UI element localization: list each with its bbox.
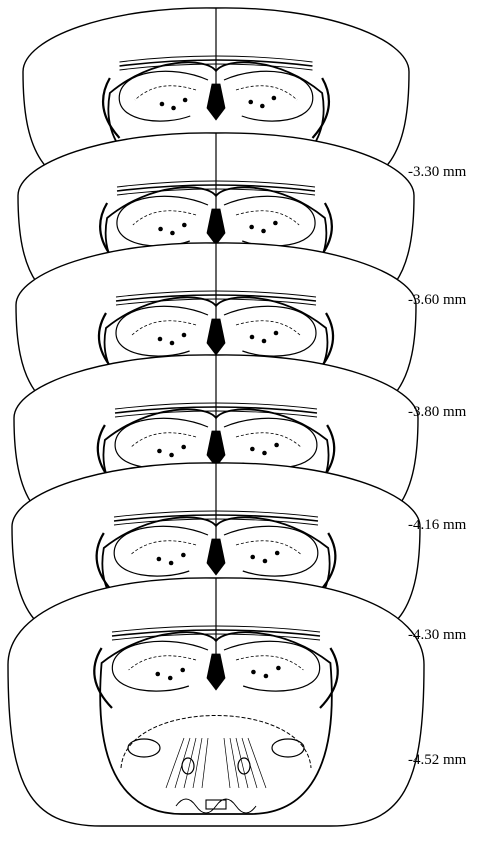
marker-dot — [180, 668, 185, 673]
marker-dot — [182, 223, 187, 228]
marker-dot — [262, 339, 267, 344]
marker-dot — [274, 443, 279, 448]
marker-dot — [260, 104, 265, 109]
marker-dot — [183, 98, 188, 103]
marker-dot — [262, 451, 267, 456]
marker-dot — [274, 331, 279, 336]
section-label-5: -4.30 mm — [408, 628, 466, 643]
marker-dot — [170, 231, 175, 236]
marker-dot — [249, 225, 254, 230]
marker-dot — [250, 555, 255, 560]
section-label-1: -3.30 mm — [408, 165, 466, 180]
marker-dot — [168, 676, 173, 681]
marker-dot — [273, 221, 278, 226]
marker-dot — [251, 670, 256, 675]
marker-dot — [181, 553, 186, 558]
marker-dot — [248, 100, 253, 105]
section-label-6: -4.52 mm — [408, 753, 466, 768]
marker-dot — [275, 551, 280, 556]
marker-dot — [158, 337, 163, 342]
marker-dot — [181, 445, 186, 450]
marker-dot — [170, 341, 175, 346]
marker-dot — [158, 227, 163, 232]
marker-dot — [250, 335, 255, 340]
marker-dot — [261, 229, 266, 234]
marker-dot — [263, 559, 268, 564]
marker-dot — [171, 106, 176, 111]
marker-dot — [272, 96, 277, 101]
marker-dot — [276, 666, 281, 671]
section-label-3: -3.80 mm — [408, 405, 466, 420]
marker-dot — [155, 672, 160, 677]
marker-dot — [169, 561, 174, 566]
marker-dot — [264, 674, 269, 679]
section-label-2: -3.60 mm — [408, 293, 466, 308]
aqueduct — [206, 800, 226, 809]
marker-dot — [250, 447, 255, 452]
marker-dot — [157, 557, 162, 562]
section-label-4: -4.16 mm — [408, 518, 466, 533]
marker-dot — [157, 449, 162, 454]
marker-dot — [160, 102, 165, 107]
marker-dot — [169, 453, 174, 458]
marker-dot — [182, 333, 187, 338]
brain-section-6 — [8, 578, 424, 826]
